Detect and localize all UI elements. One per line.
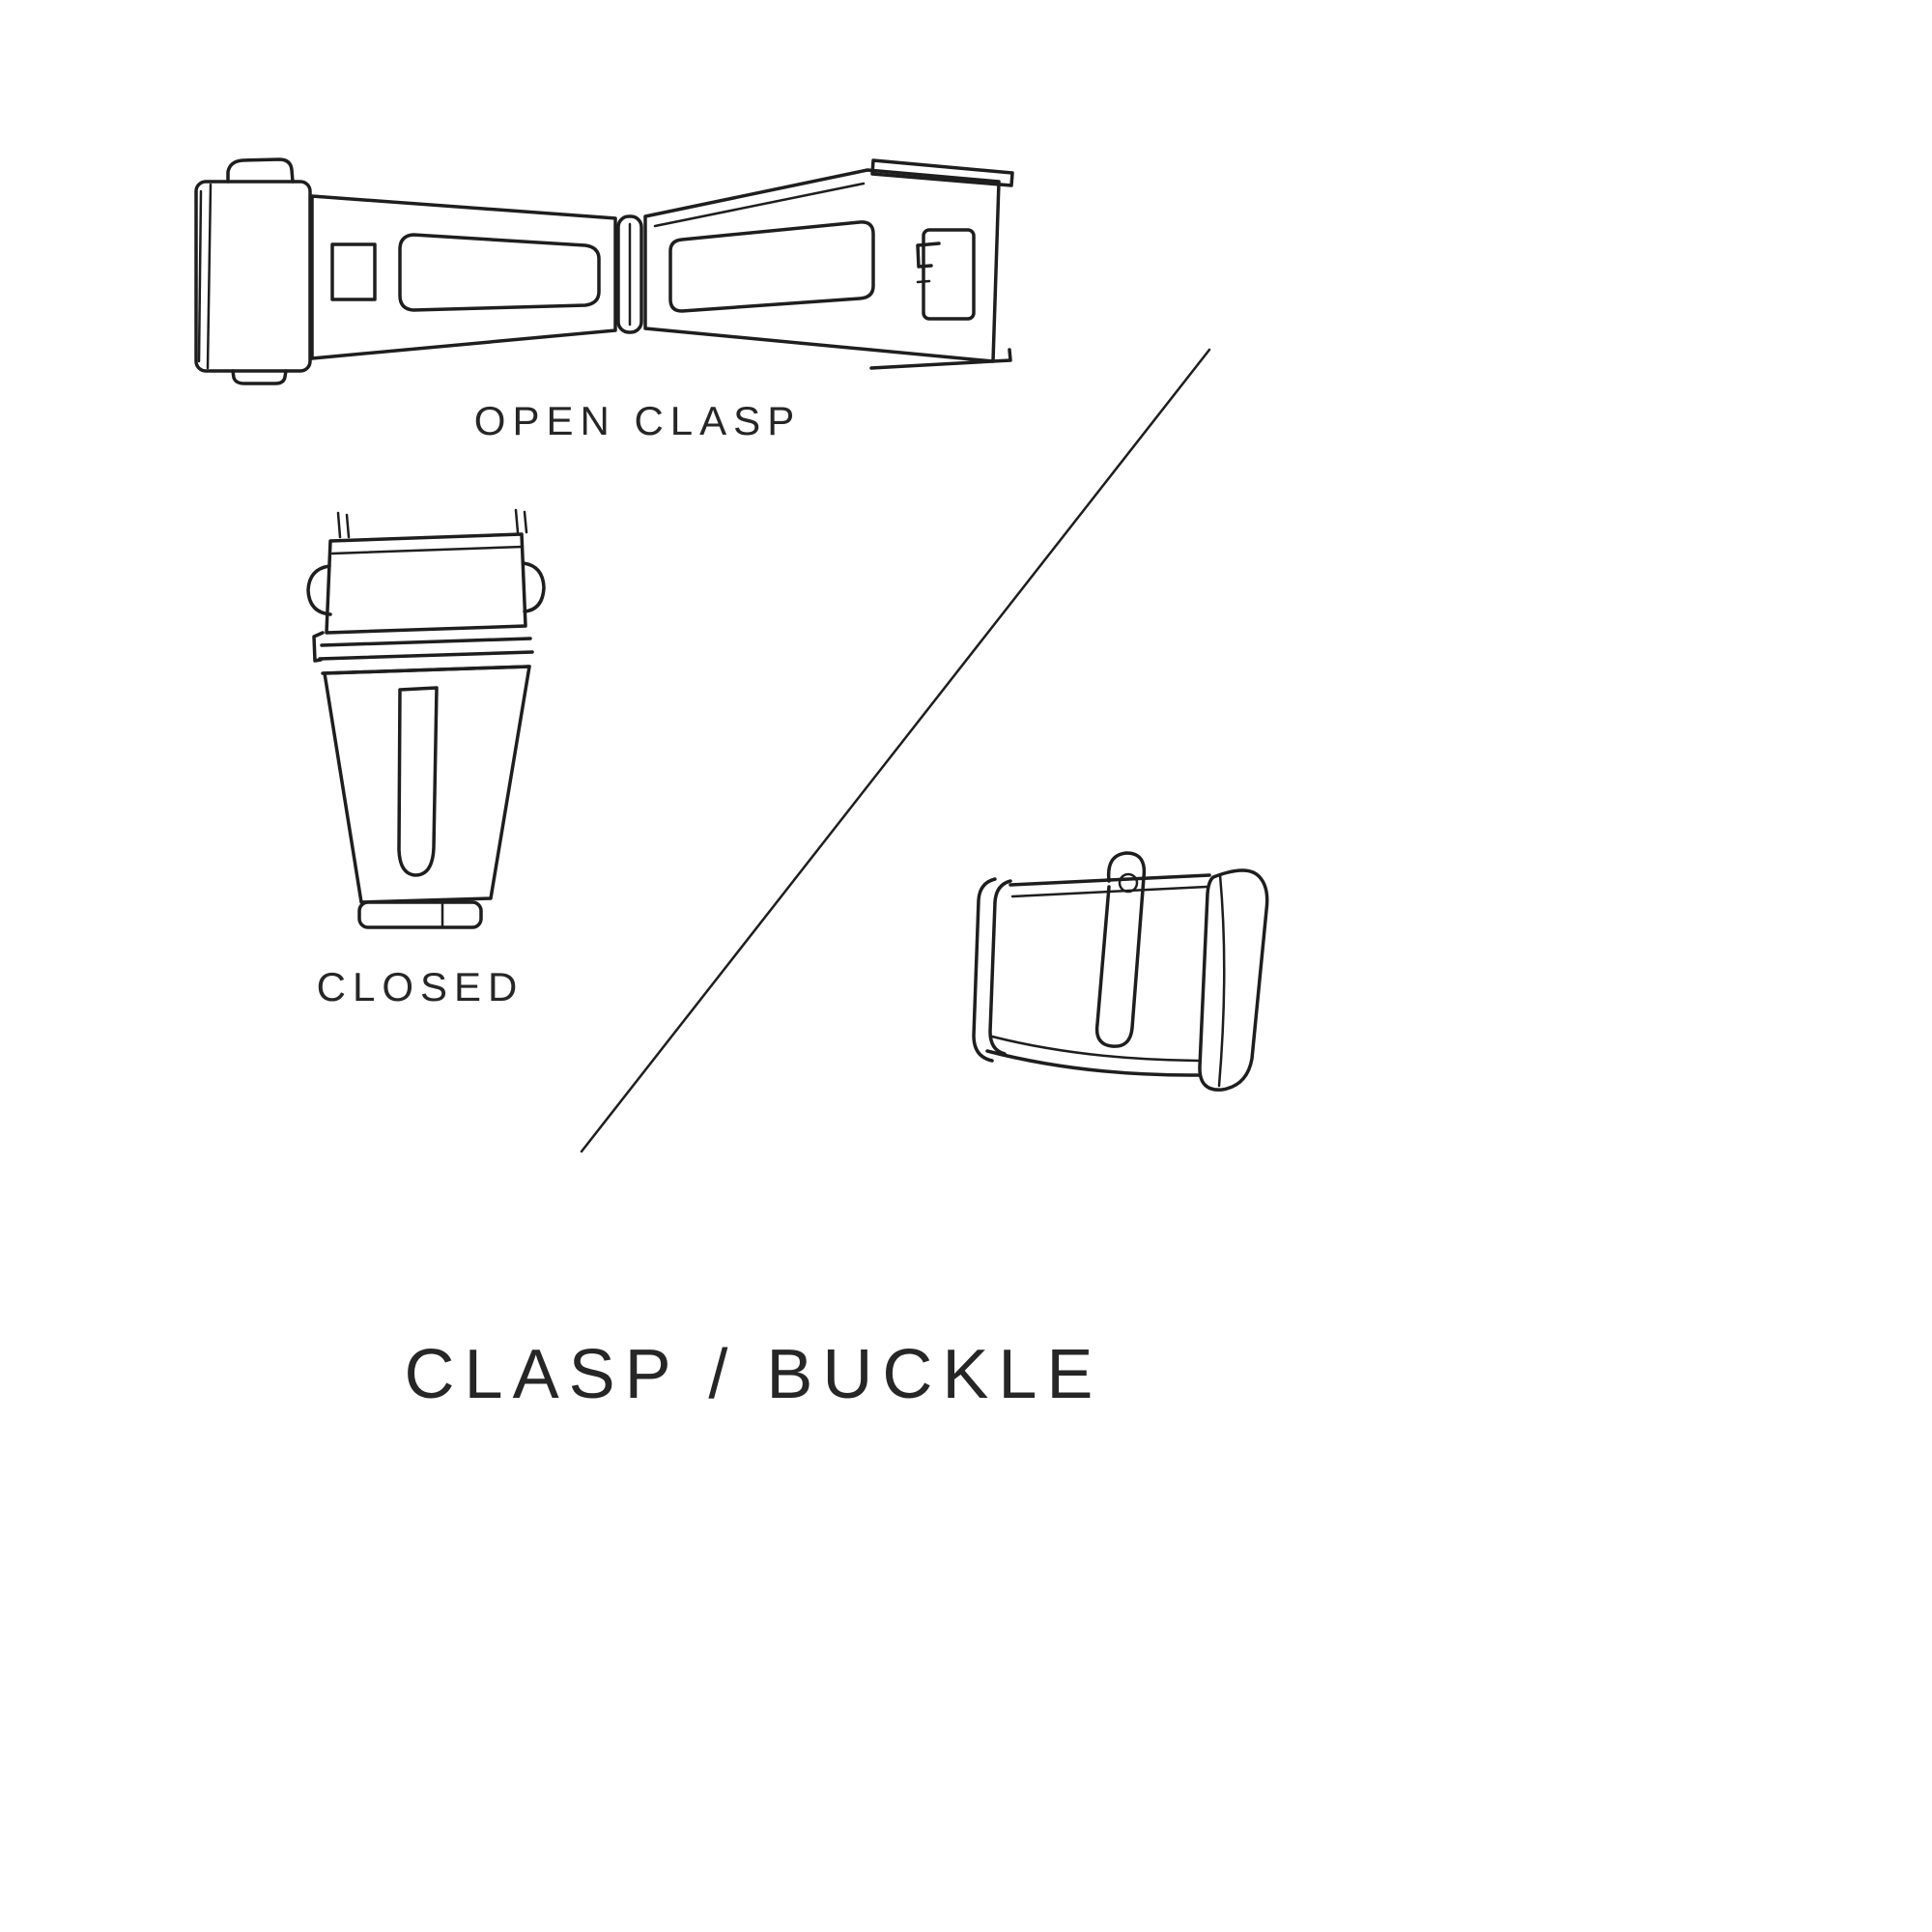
open-clasp-endpiece	[194, 157, 312, 385]
divider-line	[580, 348, 1211, 1153]
open-clasp-right-plate	[643, 158, 1014, 370]
closed-clasp-label: CLOSED	[316, 964, 525, 1009]
open-clasp-left-plate	[310, 194, 617, 360]
open-clasp-hinge	[616, 214, 643, 334]
closed-clasp-illustration	[306, 508, 546, 929]
diagram-title: CLASP / BUCKLE	[404, 1336, 1103, 1413]
buckle-illustration	[972, 851, 1269, 1092]
open-clasp-illustration	[194, 157, 1014, 385]
open-clasp-label: OPEN CLASP	[473, 398, 802, 443]
